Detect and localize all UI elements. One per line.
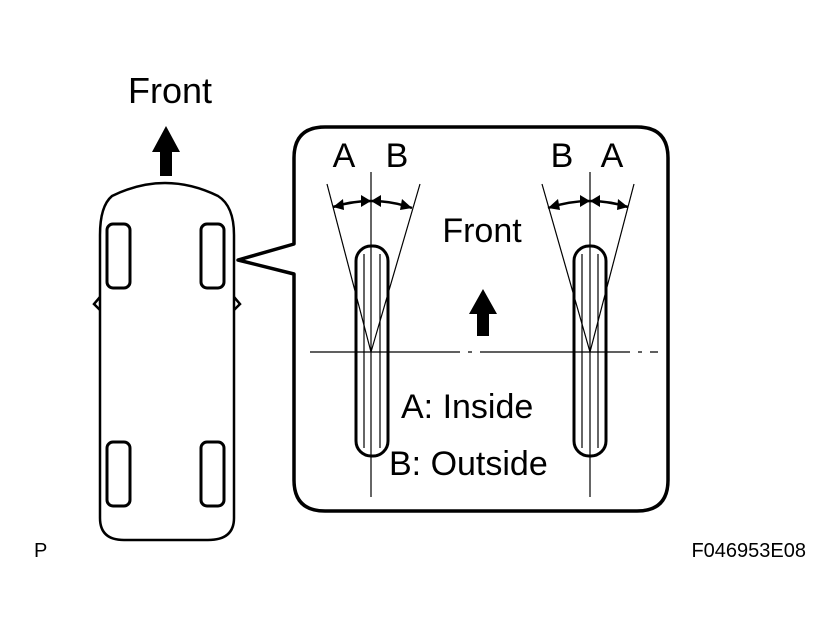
- right-wheel-group: B A: [541, 137, 635, 497]
- right-wheel-tire: [572, 244, 608, 458]
- car-top-view: Front: [92, 70, 242, 542]
- left-wheel-arrowhead-1: [333, 199, 344, 210]
- car-front-label: Front: [128, 70, 212, 111]
- left-wheel-arrowhead-2: [361, 195, 371, 207]
- right-wheel-arrowhead-4: [617, 199, 628, 210]
- left-wheel-group: A B: [326, 137, 421, 497]
- right-wheel-arrowhead-1: [548, 199, 560, 210]
- right-wheel-arrowhead-2: [580, 195, 590, 207]
- left-wheel-tire: [354, 244, 390, 458]
- detail-front-label: Front: [442, 212, 522, 250]
- detail-view: A B B A: [310, 137, 658, 497]
- legend-outside: B: Outside: [389, 445, 548, 483]
- left-wheel-arrowhead-3: [371, 195, 381, 207]
- right-wheel-label-a: A: [601, 137, 624, 175]
- rear-right-tire: [199, 440, 226, 508]
- callout-box: [236, 125, 670, 513]
- car-front-arrow: [152, 126, 180, 176]
- figure-id: F046953E08: [691, 540, 806, 562]
- left-wheel-arrowhead-4: [400, 199, 412, 210]
- detail-front-arrow: [469, 289, 497, 336]
- left-wheel-toe-line-b: [370, 183, 421, 353]
- right-wheel-label-b: B: [551, 137, 574, 175]
- right-wheel-toe-line-a: [589, 183, 635, 353]
- left-wheel-label-a: A: [333, 137, 356, 175]
- car-body-outline: [98, 181, 236, 542]
- left-wheel-label-b: B: [386, 137, 409, 175]
- right-mirror: [233, 296, 242, 311]
- corner-code: P: [34, 540, 47, 562]
- front-right-tire: [199, 222, 226, 290]
- legend-inside: A: Inside: [401, 388, 533, 426]
- right-wheel-arrowhead-3: [590, 195, 600, 207]
- left-mirror: [92, 296, 101, 311]
- front-left-tire: [105, 222, 132, 290]
- rear-left-tire: [105, 440, 132, 508]
